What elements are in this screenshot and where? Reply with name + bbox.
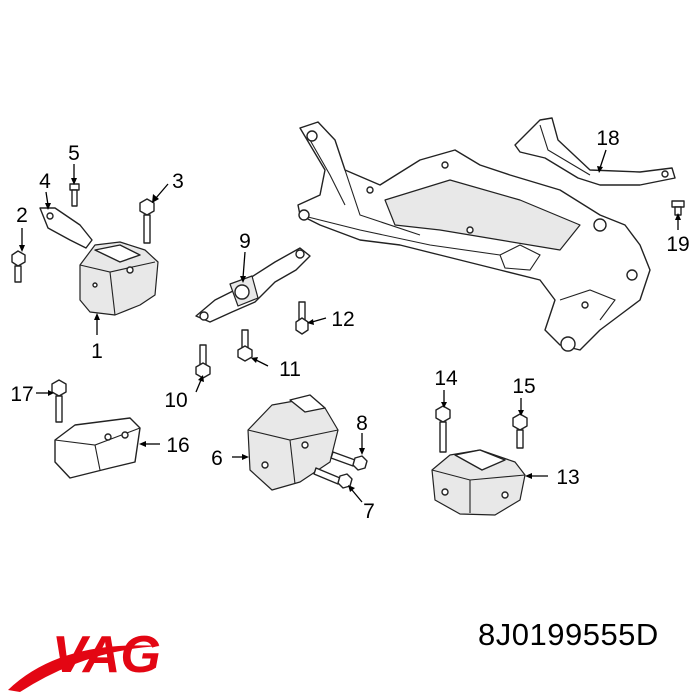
part-11-bolt: [237, 329, 253, 362]
brand-logo: VAG: [8, 626, 161, 692]
callout-16: 16: [166, 434, 189, 457]
callout-5: 5: [68, 142, 80, 165]
part-12-bolt: [295, 301, 309, 335]
subframe: [297, 121, 651, 352]
callout-4: 4: [39, 170, 51, 193]
leader-lines: [19, 149, 681, 503]
brand-swoosh: [8, 645, 160, 692]
callout-12: 12: [331, 308, 354, 331]
callout-2: 2: [16, 204, 28, 227]
part-1-engine-mount: [79, 241, 159, 316]
part-8-bolt: [330, 451, 368, 471]
callout-13: 13: [556, 466, 579, 489]
part-9-torque-rod: [195, 247, 311, 323]
part-10-bolt: [195, 344, 211, 379]
part-2-bolt: [11, 250, 26, 283]
callout-11: 11: [279, 358, 301, 381]
callout-7: 7: [363, 500, 375, 523]
part-16-mount: [54, 417, 141, 479]
part-17-bolt: [51, 379, 67, 423]
part-7-bolt: [313, 467, 353, 489]
part-5-bolt: [69, 183, 80, 207]
part-3-bolt: [139, 198, 155, 244]
part-18-brace: [514, 117, 676, 186]
callout-18: 18: [596, 127, 619, 150]
part-14-bolt: [435, 405, 451, 453]
callout-19: 19: [666, 233, 689, 256]
part-15-bolt: [512, 413, 528, 449]
part-19-bolt: [671, 200, 685, 216]
callout-14: 14: [434, 367, 458, 390]
callout-3: 3: [172, 170, 184, 193]
callout-8: 8: [356, 412, 368, 435]
callout-15: 15: [512, 375, 535, 398]
part-4-bracket: [39, 207, 93, 249]
callout-6: 6: [211, 447, 223, 470]
callout-17: 17: [10, 383, 33, 406]
part-number: 8J0199555D: [478, 617, 659, 652]
part-13-transmission-mount: [431, 449, 526, 516]
callout-1: 1: [91, 340, 103, 363]
part-6-gearbox-mount: [247, 394, 339, 491]
callout-10: 10: [164, 389, 187, 412]
brand-name: VAG: [52, 626, 161, 684]
callout-9: 9: [239, 230, 251, 253]
